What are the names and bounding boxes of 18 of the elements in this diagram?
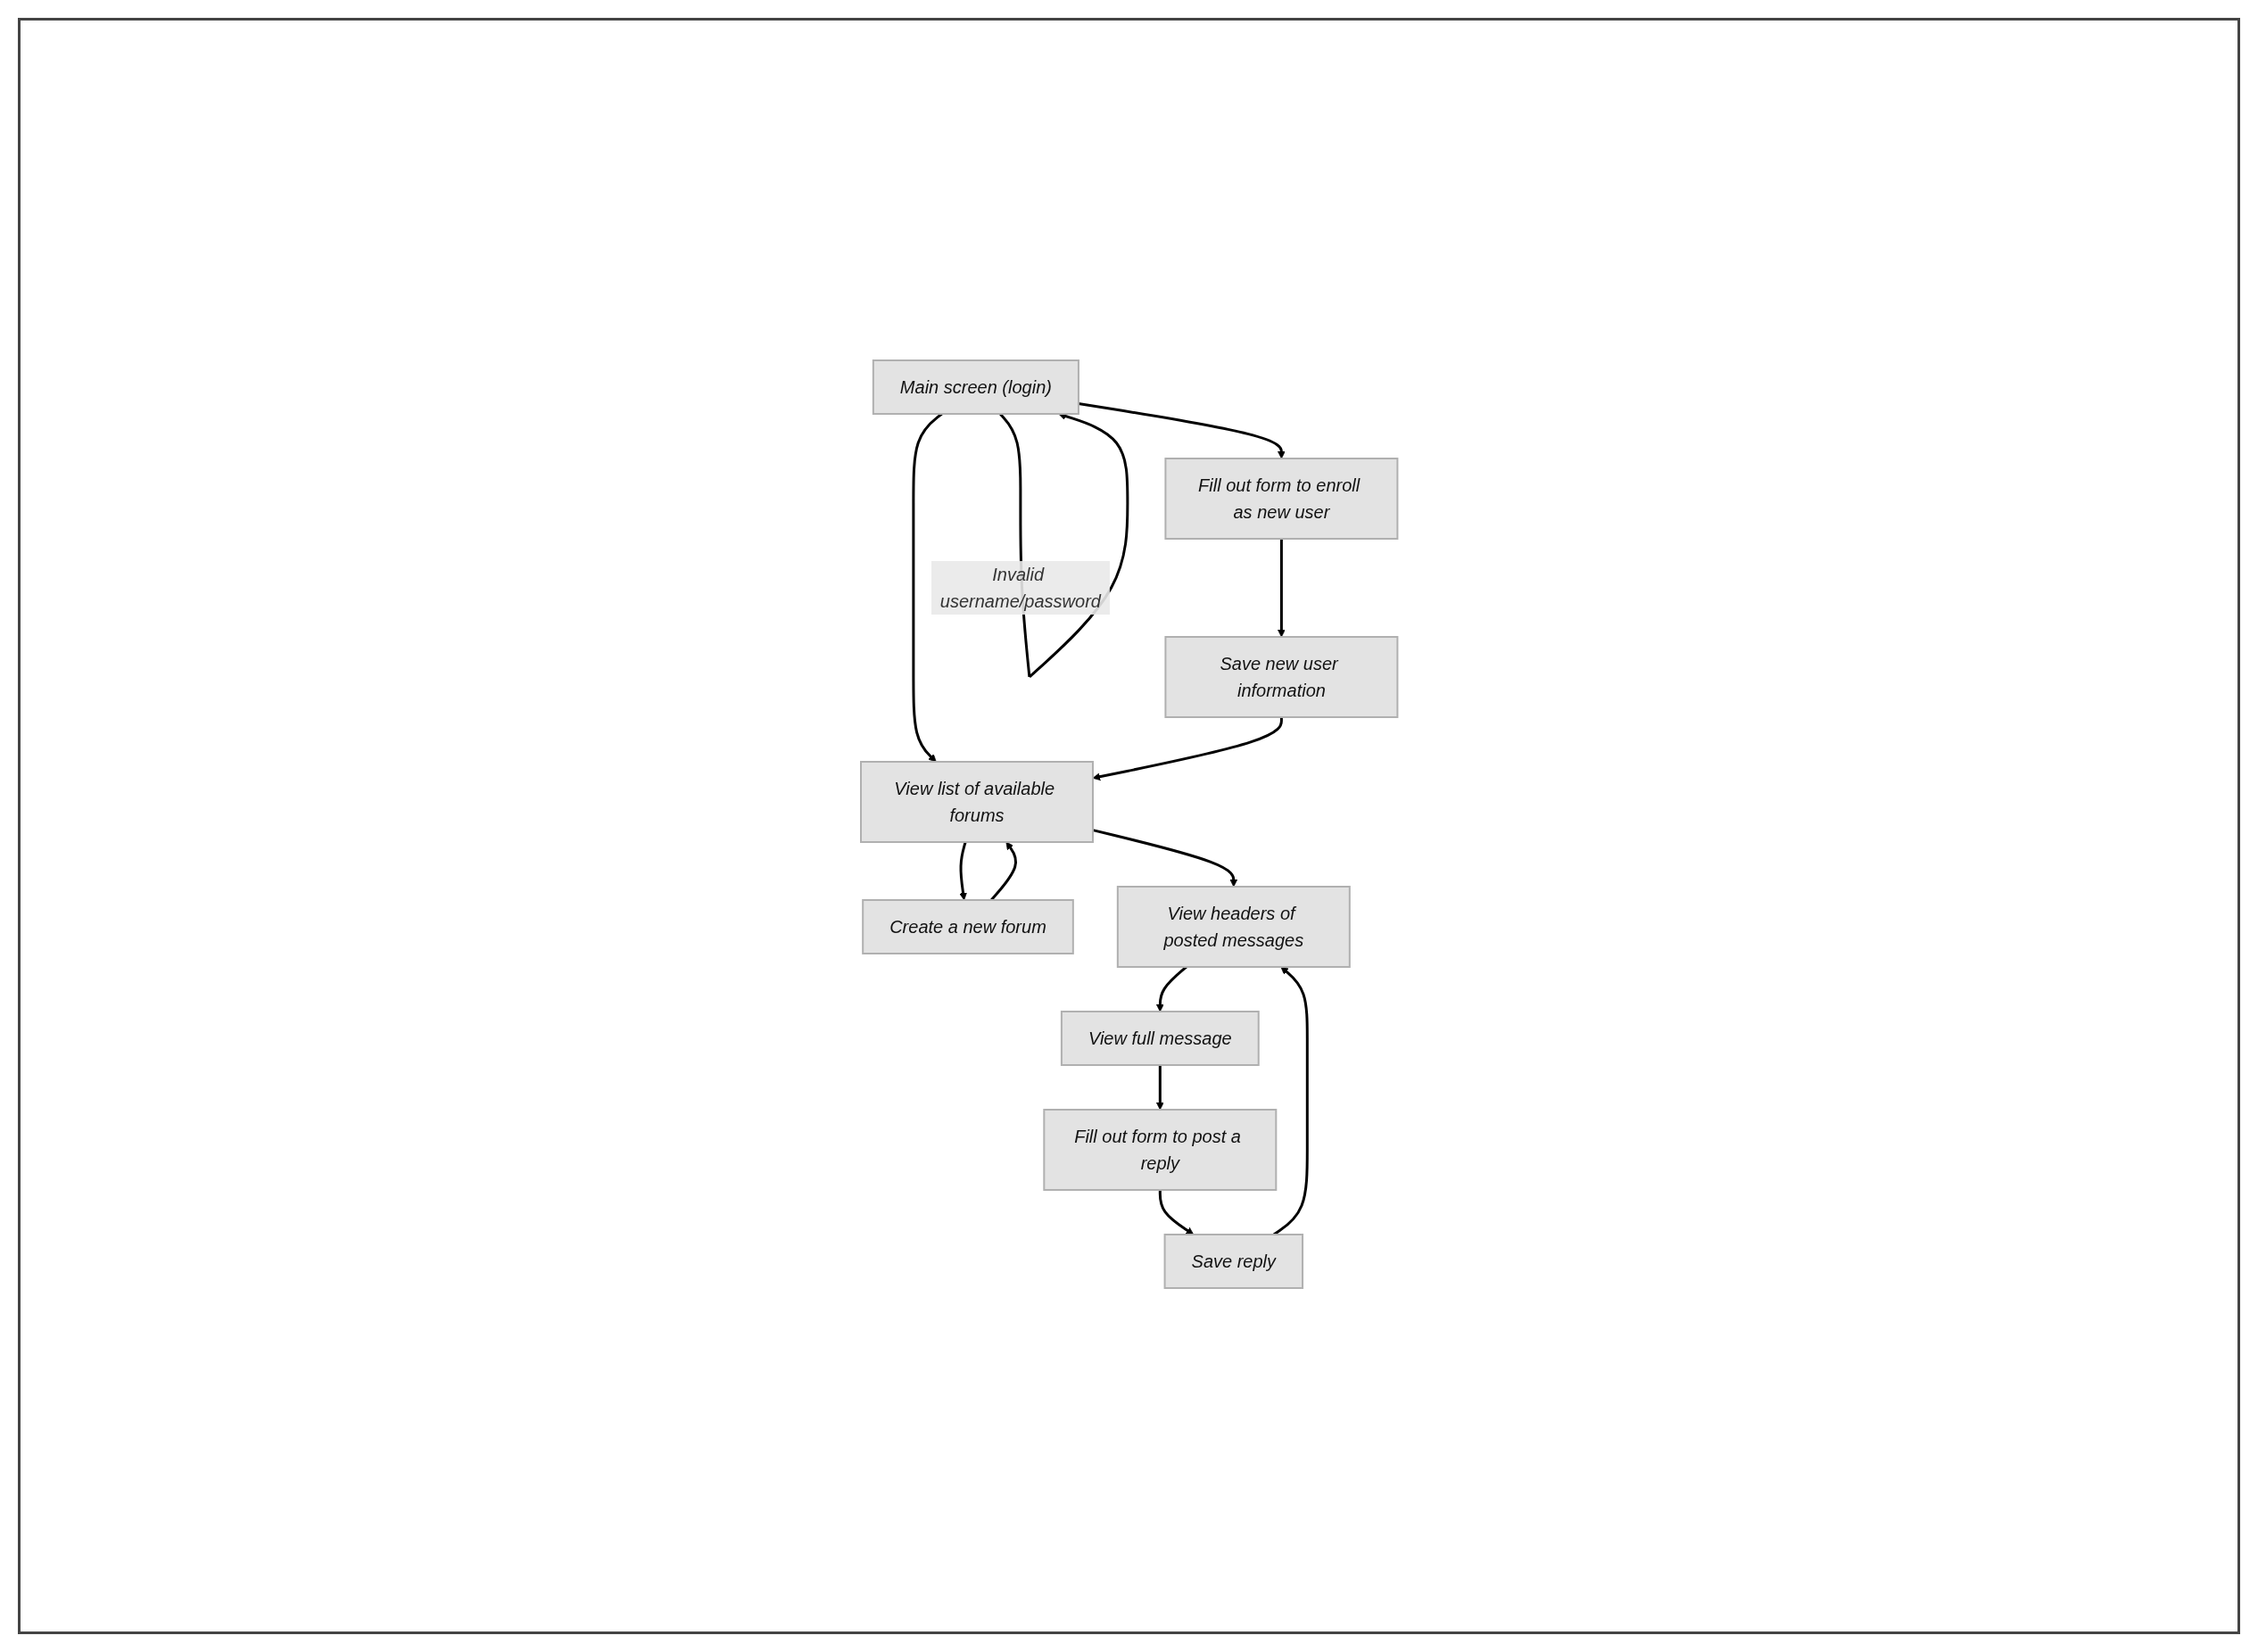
arrow [959, 841, 967, 901]
node-box: Create a new forum [862, 899, 1074, 954]
arrow [1158, 1190, 1194, 1235]
arrow [1277, 539, 1286, 638]
arrow [1155, 1065, 1164, 1111]
arrow [1092, 829, 1237, 888]
node-box: Save new user information [1164, 636, 1399, 718]
node-box: View headers of posted messages [1116, 886, 1351, 968]
node-box: Fill out form to post a reply [1043, 1109, 1278, 1191]
arrow [1272, 966, 1309, 1236]
node-box: Fill out form to enroll as new user [1164, 458, 1399, 540]
node-box: Main screen (login) [872, 359, 1079, 415]
edge-label: Invalid username/password [939, 565, 1101, 611]
arrow [1092, 717, 1283, 781]
node-box: View full message [1060, 1011, 1260, 1066]
arrow [1078, 402, 1286, 459]
arrow [989, 841, 1017, 901]
node-box: View list of available forums [859, 761, 1094, 843]
